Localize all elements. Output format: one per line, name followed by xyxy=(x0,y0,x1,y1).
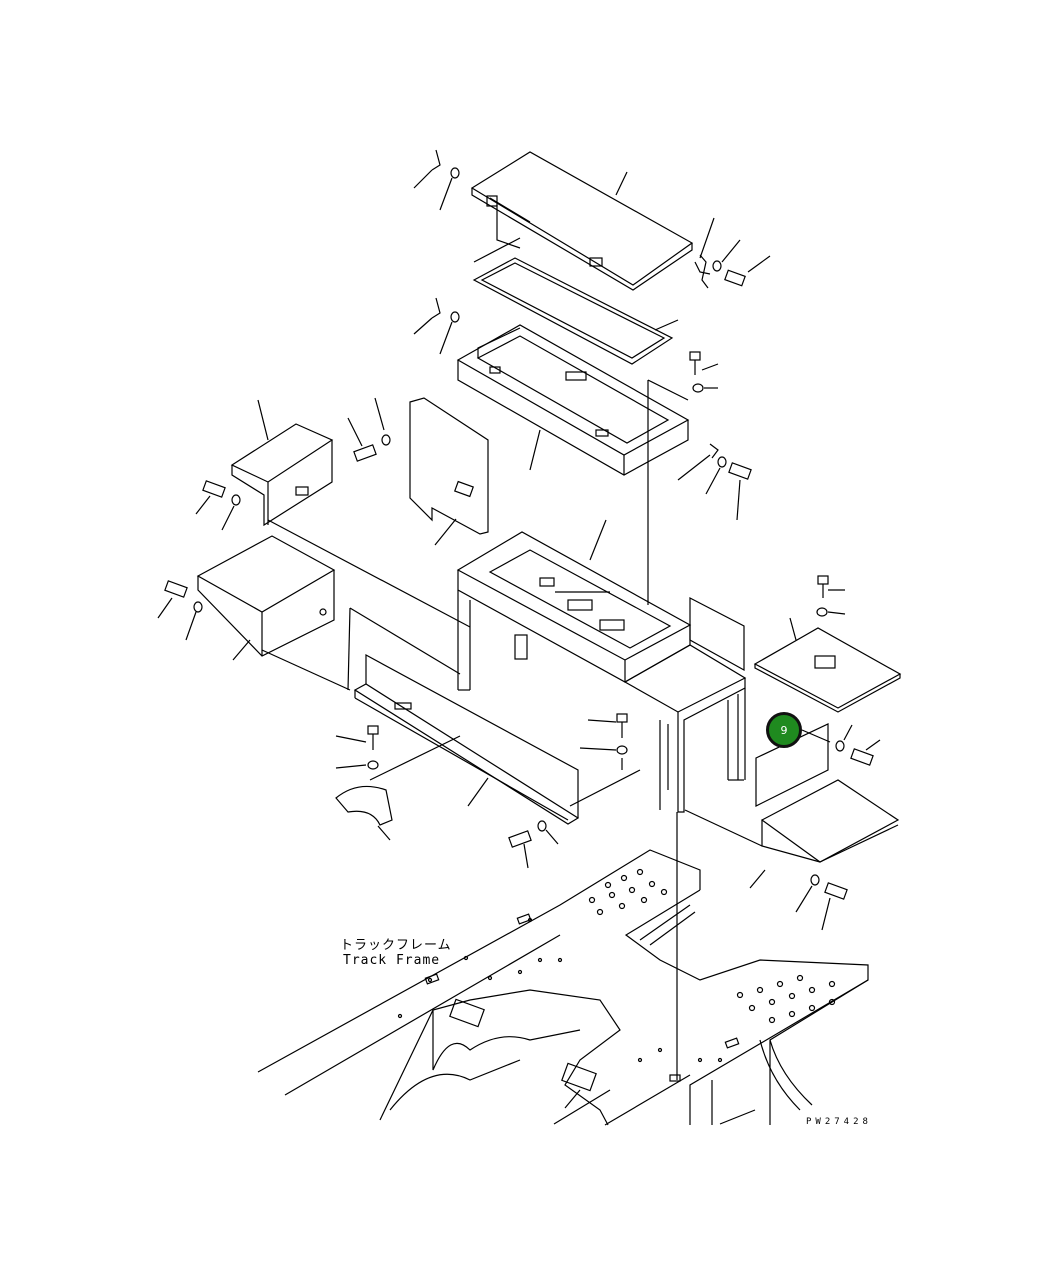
callout-number: 9 xyxy=(780,723,788,737)
lower-left-box xyxy=(157,535,351,691)
long-bracket-bar xyxy=(347,607,580,825)
right-top-plate xyxy=(753,575,902,713)
latch-hardware xyxy=(694,217,771,289)
callout-marker[interactable]: 9 xyxy=(766,712,802,748)
upper-left-bolts xyxy=(195,397,391,531)
upper-left-box xyxy=(230,399,471,628)
top-cover xyxy=(470,151,694,291)
top-pins xyxy=(413,149,460,211)
track-frame-label-jp: トラックフレーム xyxy=(340,938,452,953)
side-panel xyxy=(409,397,489,546)
tray-bolts xyxy=(647,351,752,605)
track-frame-label-en: Track Frame xyxy=(343,953,441,968)
tray-box xyxy=(413,297,690,476)
right-lower-box xyxy=(684,779,900,931)
center-bolts xyxy=(508,713,641,869)
gasket xyxy=(472,257,679,365)
track-frame xyxy=(257,812,869,1126)
cover-hinge xyxy=(473,205,521,263)
main-frame xyxy=(456,519,747,813)
right-small-plate xyxy=(755,723,881,807)
saddle-bracket xyxy=(335,725,461,841)
part-code: PW27428 xyxy=(806,1117,872,1127)
